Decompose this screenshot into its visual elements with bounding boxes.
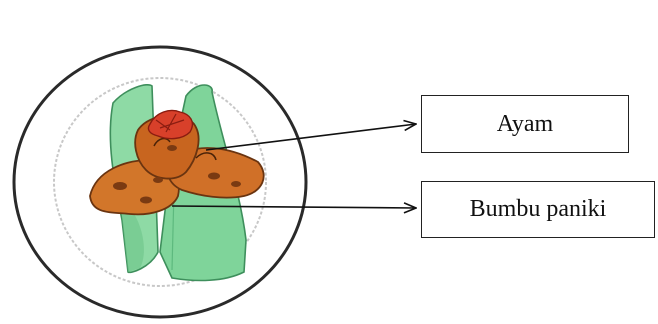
seasoning-spot: [231, 181, 241, 187]
seasoning-spot: [208, 173, 220, 180]
label-box-ayam: Ayam: [421, 95, 629, 153]
seasoning-spot: [167, 145, 177, 151]
label-box-bumbu-paniki: Bumbu paniki: [421, 181, 655, 238]
seasoning-spot: [140, 197, 152, 204]
seasoning-spot: [153, 177, 163, 183]
label-ayam: Ayam: [497, 111, 553, 138]
seasoning-spot: [113, 182, 127, 190]
label-bumbu-paniki: Bumbu paniki: [470, 196, 607, 223]
